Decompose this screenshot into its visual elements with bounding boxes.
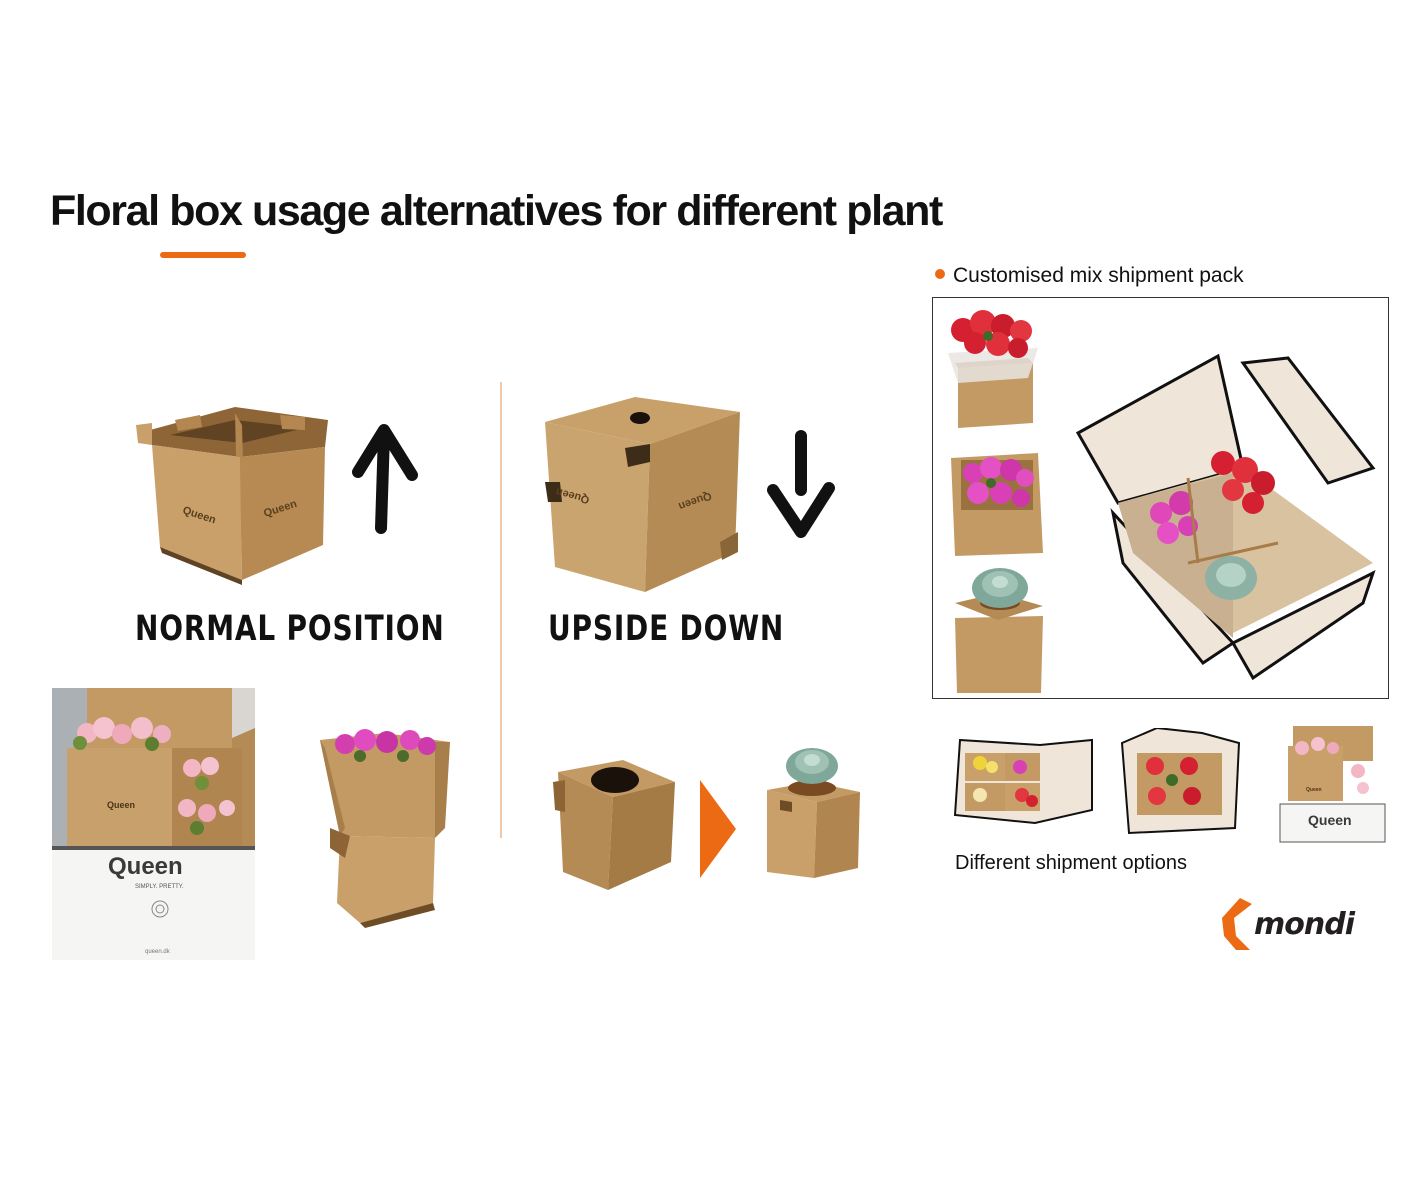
mix-shipment-bullet: Customised mix shipment pack (935, 264, 1244, 288)
shipment-option-1 (950, 735, 1095, 830)
normal-position-label: NORMAL POSITION (135, 609, 445, 649)
stacked-boxes-photo (315, 728, 455, 928)
succulent-box (955, 568, 1043, 693)
shipment-option-3: Queen Queen (1278, 726, 1388, 844)
arrow-down-icon (765, 430, 837, 542)
mini-carton-brand: Queen (1308, 812, 1352, 828)
section-divider (500, 382, 502, 838)
title-accent-underline (160, 252, 246, 258)
page-title: Floral box usage alternatives for differ… (50, 187, 943, 235)
mondi-logo: mondi (1222, 896, 1355, 952)
queen-carton-photo: Queen Queen SIMPLY. PRETTY. queen.dk (52, 688, 255, 960)
mondi-logo-mark (1222, 898, 1252, 950)
shipment-option-2 (1117, 728, 1242, 836)
red-kalanchoe-box (948, 310, 1038, 428)
box-with-succulent-photo (762, 740, 862, 878)
box-upside-down-photo: Queen Queen (540, 382, 750, 597)
mix-shipment-bullet-text: Customised mix shipment pack (953, 264, 1244, 287)
mix-shipment-photos (948, 310, 1376, 693)
small-box-brand: Queen (107, 800, 135, 810)
box-with-hole-photo (553, 752, 678, 890)
play-triangle-icon (700, 780, 736, 878)
queen-carton-brand: Queen (108, 853, 183, 880)
queen-carton-url: queen.dk (145, 949, 171, 955)
arrow-up-icon (350, 420, 420, 535)
mix-shipment-frame (932, 297, 1389, 699)
bullet-dot (935, 269, 945, 279)
upside-down-label: UPSIDE DOWN (548, 609, 785, 649)
box-normal-position-photo: Queen Queen (130, 385, 330, 585)
open-mix-box (1075, 353, 1376, 681)
queen-carton-slogan: SIMPLY. PRETTY. (135, 884, 184, 890)
shipment-options-caption: Different shipment options (955, 852, 1187, 874)
pink-kalanchoe-box (951, 453, 1043, 556)
mini-box-brand: Queen (1306, 787, 1322, 793)
mondi-logo-text: mondi (1254, 906, 1355, 942)
